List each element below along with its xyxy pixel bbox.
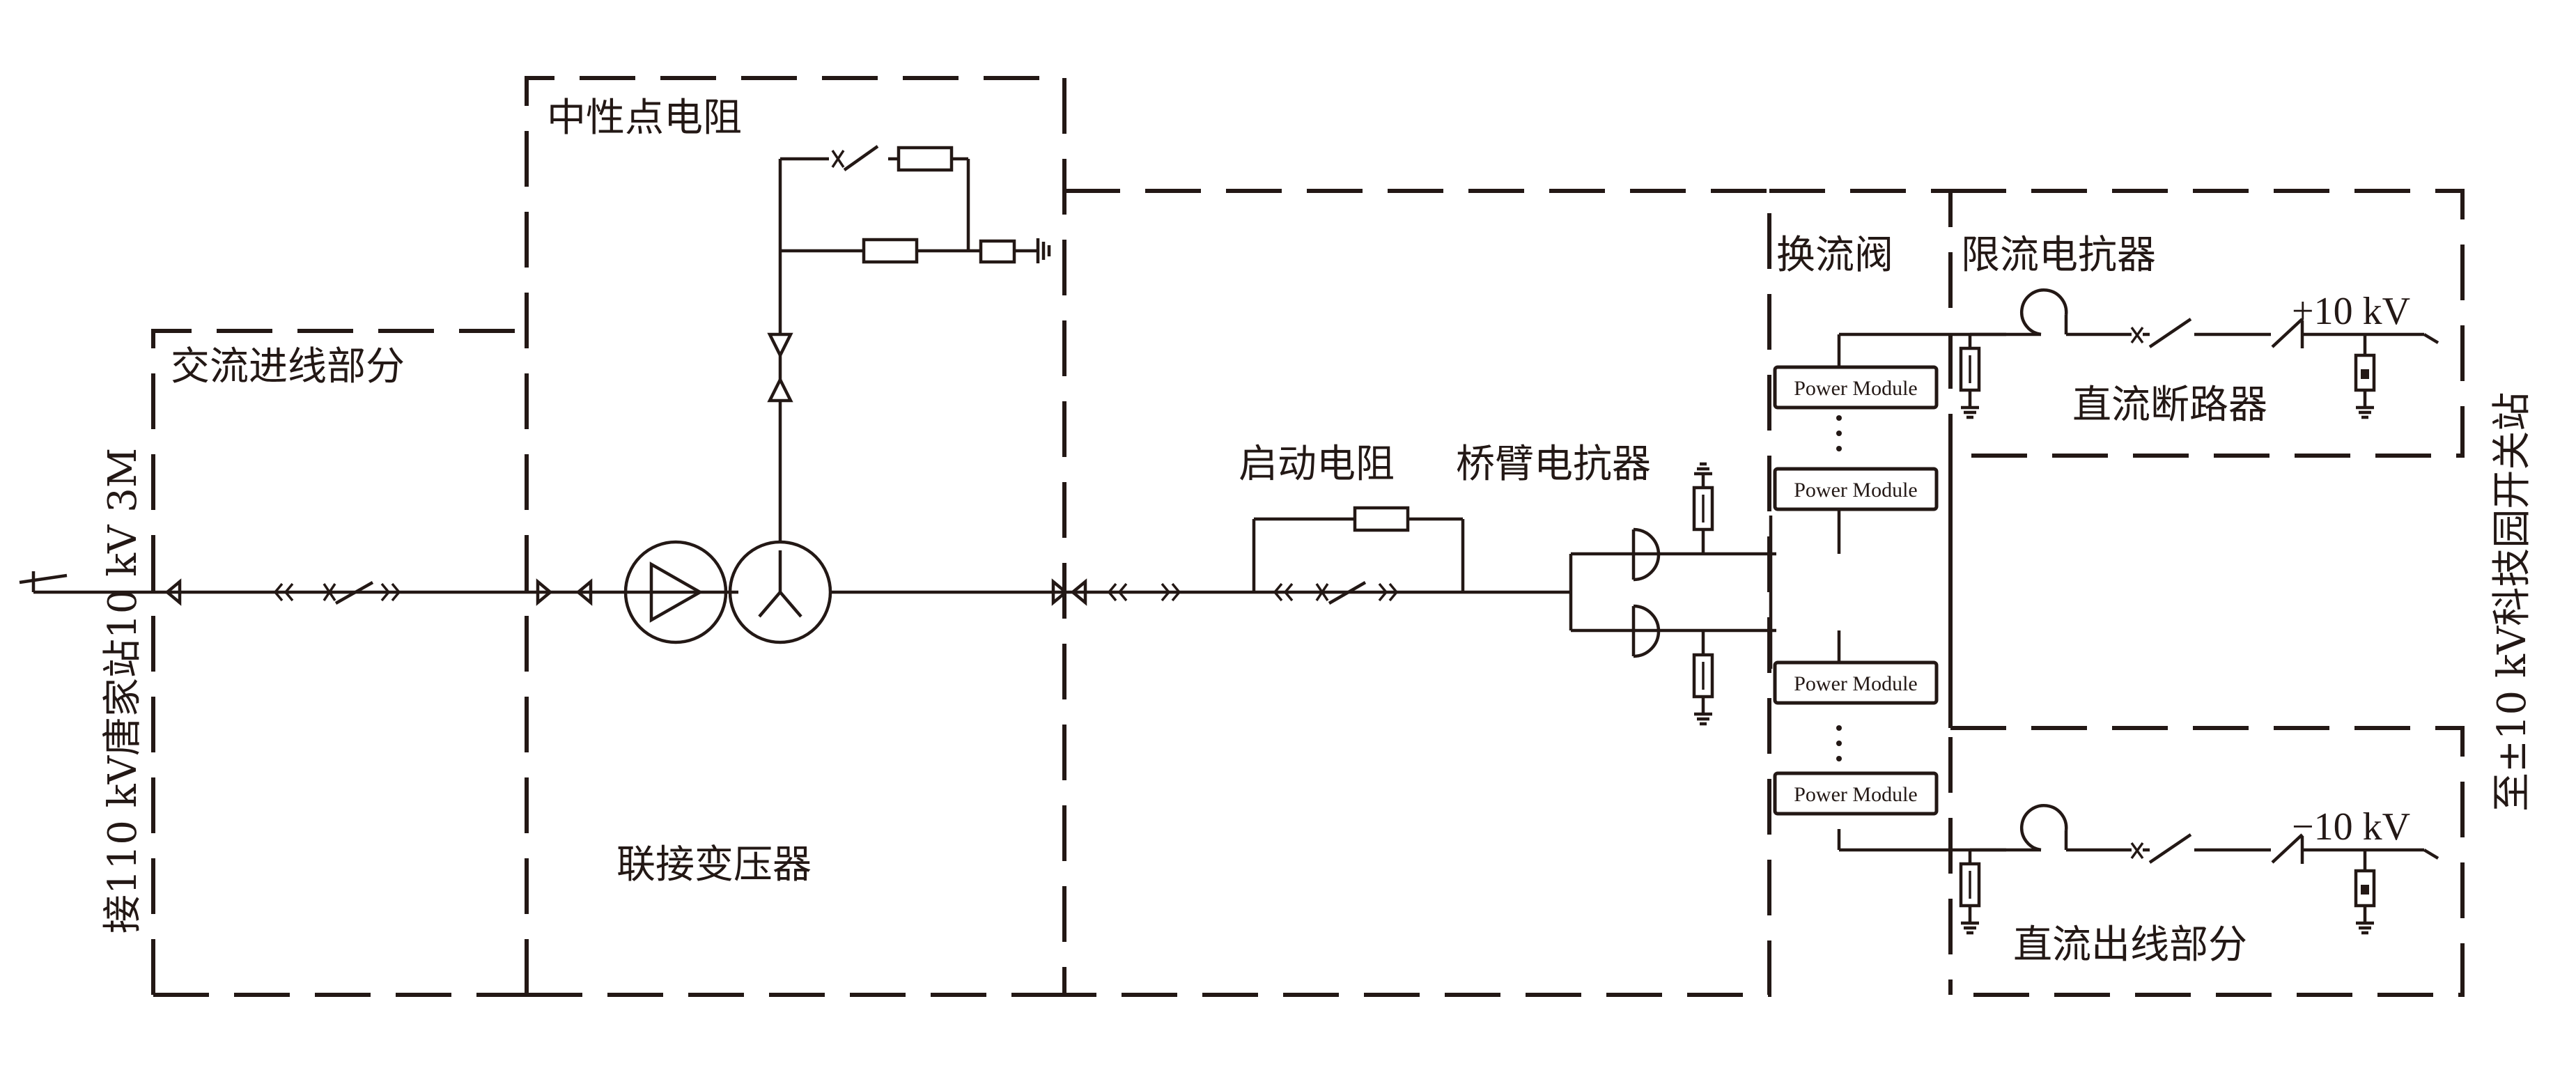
negative-voltage-label: −10 kV xyxy=(2292,805,2410,849)
ac-bus xyxy=(19,571,738,606)
transformer-boundary xyxy=(525,76,1066,995)
converter-valve-label: 换流阀 xyxy=(1776,233,1893,278)
power-module-4: Power Module xyxy=(1773,771,1939,816)
right-destination-label: 至±10 kV科技园开关站 xyxy=(2490,392,2535,812)
ac-inlet-boundary xyxy=(151,329,527,995)
power-module-label: Power Module xyxy=(1794,783,1917,806)
arm-reactor-symbol xyxy=(1569,462,1776,726)
valve-boundary xyxy=(1769,189,1953,995)
power-module-3: Power Module xyxy=(1773,660,1939,705)
power-module-1: Power Module xyxy=(1773,365,1939,410)
dc-breaker-label: 直流断路器 xyxy=(2072,382,2267,428)
link-transformer-symbol xyxy=(623,159,1064,644)
power-module-label: Power Module xyxy=(1794,672,1917,695)
neutral-resistor-label: 中性点电阻 xyxy=(547,95,742,141)
positive-voltage-label: +10 kV xyxy=(2292,290,2410,333)
middle-boundary xyxy=(1064,189,1771,997)
left-source-label: 接110 kV唐家站10 kV 3M xyxy=(100,448,146,934)
dc-outlet-label: 直流出线部分 xyxy=(2013,922,2247,968)
dc-positive-line xyxy=(1959,288,2439,419)
power-module-label: Power Module xyxy=(1794,377,1917,400)
start-resistor-label: 启动电阻 xyxy=(1239,442,1395,487)
arm-reactor-label: 桥臂电抗器 xyxy=(1456,442,1651,487)
link-transformer-label: 联接变压器 xyxy=(616,842,812,888)
current-limit-reactor-label: 限流电抗器 xyxy=(1961,233,2156,278)
power-module-2: Power Module xyxy=(1773,467,1939,511)
dc-negative-line xyxy=(1959,804,2439,935)
power-module-label: Power Module xyxy=(1794,479,1917,502)
start-resistor-symbol xyxy=(1051,506,1571,606)
ac-inlet-label: 交流进线部分 xyxy=(171,344,405,389)
region-boundaries xyxy=(151,76,2465,997)
dc-boundary-lower xyxy=(1950,726,2465,997)
dc-boundary xyxy=(1950,189,2465,458)
neutral-resistor-symbol xyxy=(780,145,1051,264)
